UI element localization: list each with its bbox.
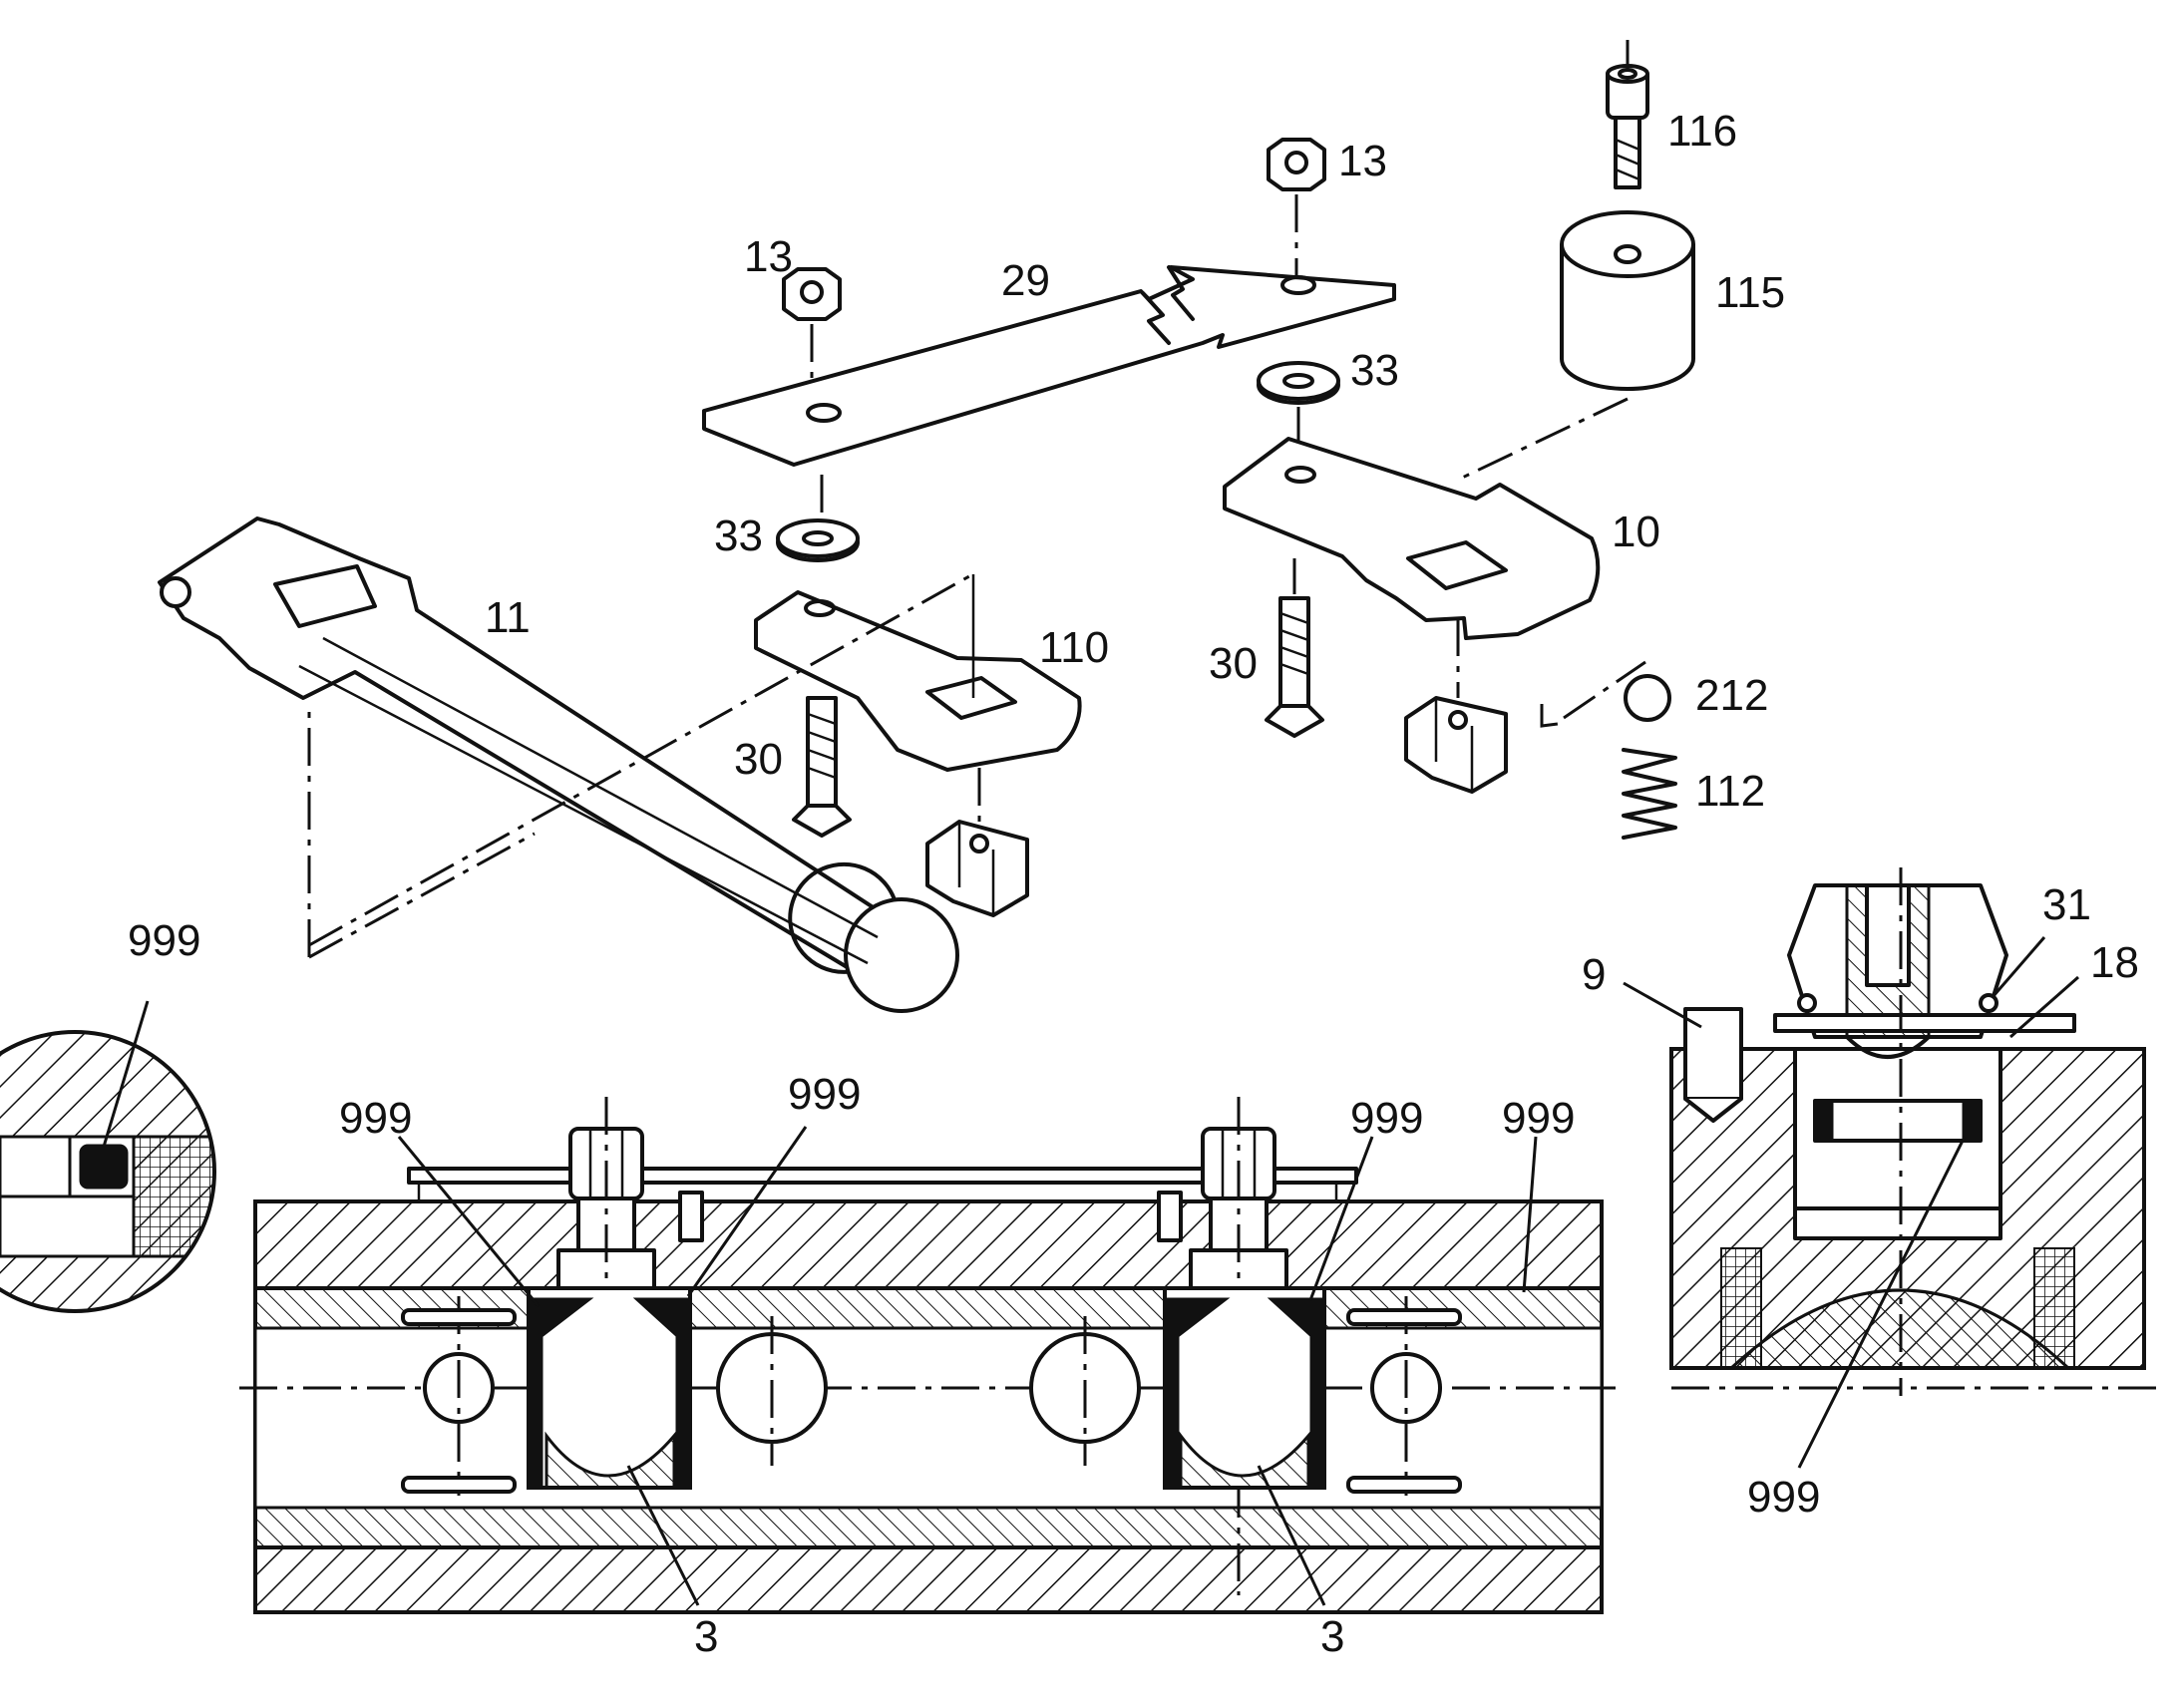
label-999-detail: 999 (128, 916, 200, 965)
cube-nut-left (925, 768, 1029, 917)
label-116: 116 (1667, 107, 1737, 156)
label-10: 10 (1612, 508, 1660, 556)
screw-30-left (792, 696, 852, 838)
label-999-side: 999 (1747, 1473, 1820, 1522)
label-29: 29 (1001, 256, 1050, 305)
label-9: 9 (1582, 950, 1606, 999)
handle-11 (158, 516, 959, 1013)
cube-nut-right (1404, 618, 1508, 794)
washer-33-right (1257, 361, 1340, 459)
label-31: 31 (2042, 880, 2091, 929)
link-bar-29 (702, 265, 1396, 467)
knob-115 (1560, 210, 1695, 391)
washer-33-left (776, 475, 860, 562)
screw-30-right (1265, 558, 1324, 738)
label-212: 212 (1695, 671, 1768, 720)
label-33-left: 33 (714, 512, 763, 560)
ball-212 (1540, 660, 1671, 728)
label-30-right: 30 (1209, 639, 1258, 688)
screw-116 (1606, 40, 1649, 189)
label-999-right-a: 999 (1350, 1094, 1423, 1143)
label-3-right: 3 (1320, 1612, 1344, 1661)
nut-13-right (1267, 138, 1326, 279)
label-115: 115 (1715, 268, 1785, 317)
label-999-mid: 999 (788, 1070, 861, 1119)
leader-lines (397, 936, 2079, 1606)
side-section-view (1669, 867, 2164, 1396)
label-13-right: 13 (1338, 137, 1387, 185)
label-30-left: 30 (734, 735, 783, 784)
detail-circle-seal (0, 1000, 216, 1313)
label-13-left: 13 (744, 232, 793, 281)
label-110: 110 (1039, 623, 1109, 672)
label-18: 18 (2090, 938, 2139, 987)
label-999-left: 999 (339, 1094, 412, 1143)
label-112: 112 (1695, 767, 1765, 816)
spring-112 (1622, 748, 1677, 840)
lever-110 (307, 574, 1082, 959)
lever-10 (1223, 397, 1629, 640)
callout-labels: 116 13 13 29 115 33 33 10 11 110 30 30 2… (128, 107, 2139, 1661)
label-3-left: 3 (694, 1612, 718, 1661)
label-33-right: 33 (1350, 346, 1399, 395)
label-11: 11 (485, 593, 531, 642)
valve-body-section (239, 1097, 1616, 1614)
label-999-right-b: 999 (1502, 1094, 1575, 1143)
